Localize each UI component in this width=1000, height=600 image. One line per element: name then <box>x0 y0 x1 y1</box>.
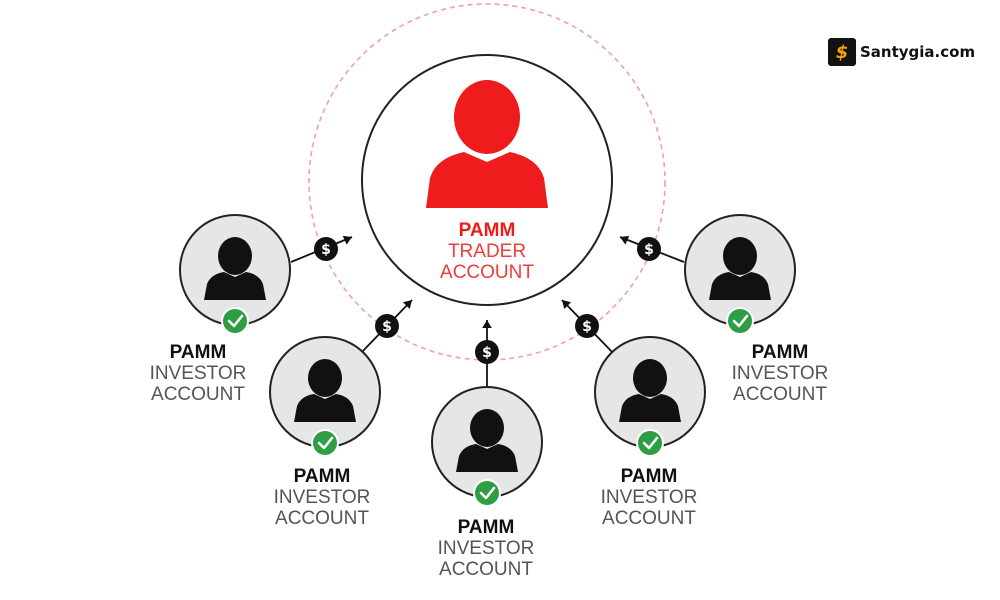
trader-account-label: PAMM TRADER ACCOUNT <box>397 220 577 283</box>
arrow-icon <box>402 300 412 310</box>
investor-4-label: PAMM INVESTOR ACCOUNT <box>559 466 739 529</box>
brand-logo: $ Santygia.com <box>828 38 975 66</box>
check-icon <box>221 307 249 335</box>
check-icon <box>473 479 501 507</box>
investor-label-line2: INVESTOR <box>273 487 371 508</box>
investor-label-line3: ACCOUNT <box>151 384 245 405</box>
dollar-icon <box>575 314 599 338</box>
investor-label-line2: INVESTOR <box>600 487 698 508</box>
check-mark <box>732 314 749 328</box>
investor-label-line2: INVESTOR <box>149 363 247 384</box>
investor-label-line2: INVESTOR <box>437 538 535 559</box>
arrow-icon <box>620 235 630 245</box>
dollar-icon <box>475 340 499 364</box>
investor-label-line3: ACCOUNT <box>439 559 533 580</box>
dollar-icon <box>637 237 661 261</box>
check-mark <box>227 314 244 328</box>
investor-label-title: PAMM <box>620 466 678 487</box>
investor-2-label: PAMM INVESTOR ACCOUNT <box>232 466 412 529</box>
investor-label-line3: ACCOUNT <box>275 508 369 529</box>
brand-logo-text: Santygia.com <box>860 43 976 61</box>
investor-label-title: PAMM <box>169 342 227 363</box>
trader-label-line3: ACCOUNT <box>440 262 534 283</box>
arrow-icon <box>342 235 352 245</box>
dollar-symbol: $ <box>321 242 331 258</box>
check-icon <box>311 429 339 457</box>
person-icon <box>294 359 356 422</box>
investor-node-2: $ <box>269 299 413 457</box>
investor-label-title: PAMM <box>751 342 809 363</box>
dollar-symbol: $ <box>482 345 492 361</box>
check-mark <box>479 486 496 500</box>
trader-person-icon <box>426 80 548 208</box>
person-icon <box>456 409 518 472</box>
dollar-symbol: $ <box>382 319 392 335</box>
investor-label-line3: ACCOUNT <box>602 508 696 529</box>
dollar-symbol: $ <box>582 319 592 335</box>
person-icon <box>619 359 681 422</box>
check-mark <box>642 436 659 450</box>
investor-label-line3: ACCOUNT <box>733 384 827 405</box>
investor-node-5: $ <box>619 214 796 335</box>
investor-1-label: PAMM INVESTOR ACCOUNT <box>108 342 288 405</box>
person-icon <box>204 237 266 300</box>
arrow-icon <box>482 320 492 328</box>
investor-node-3: $ <box>431 320 543 507</box>
investor-label-line2: INVESTOR <box>731 363 829 384</box>
investor-node-1: $ <box>179 214 353 335</box>
check-mark <box>317 436 334 450</box>
trader-label-line2: TRADER <box>447 241 527 262</box>
trader-label-title: PAMM <box>458 220 516 241</box>
investor-label-title: PAMM <box>457 517 515 538</box>
investor-5-label: PAMM INVESTOR ACCOUNT <box>690 342 870 405</box>
arrow-icon <box>562 300 572 310</box>
dollar-logo-icon: $ <box>828 38 856 66</box>
dollar-symbol: $ <box>644 242 654 258</box>
investor-3-label: PAMM INVESTOR ACCOUNT <box>396 517 576 580</box>
investor-node-4: $ <box>561 299 706 457</box>
investor-label-title: PAMM <box>293 466 351 487</box>
dollar-icon <box>314 237 338 261</box>
person-icon <box>709 237 771 300</box>
check-icon <box>726 307 754 335</box>
check-icon <box>636 429 664 457</box>
dollar-icon <box>375 314 399 338</box>
